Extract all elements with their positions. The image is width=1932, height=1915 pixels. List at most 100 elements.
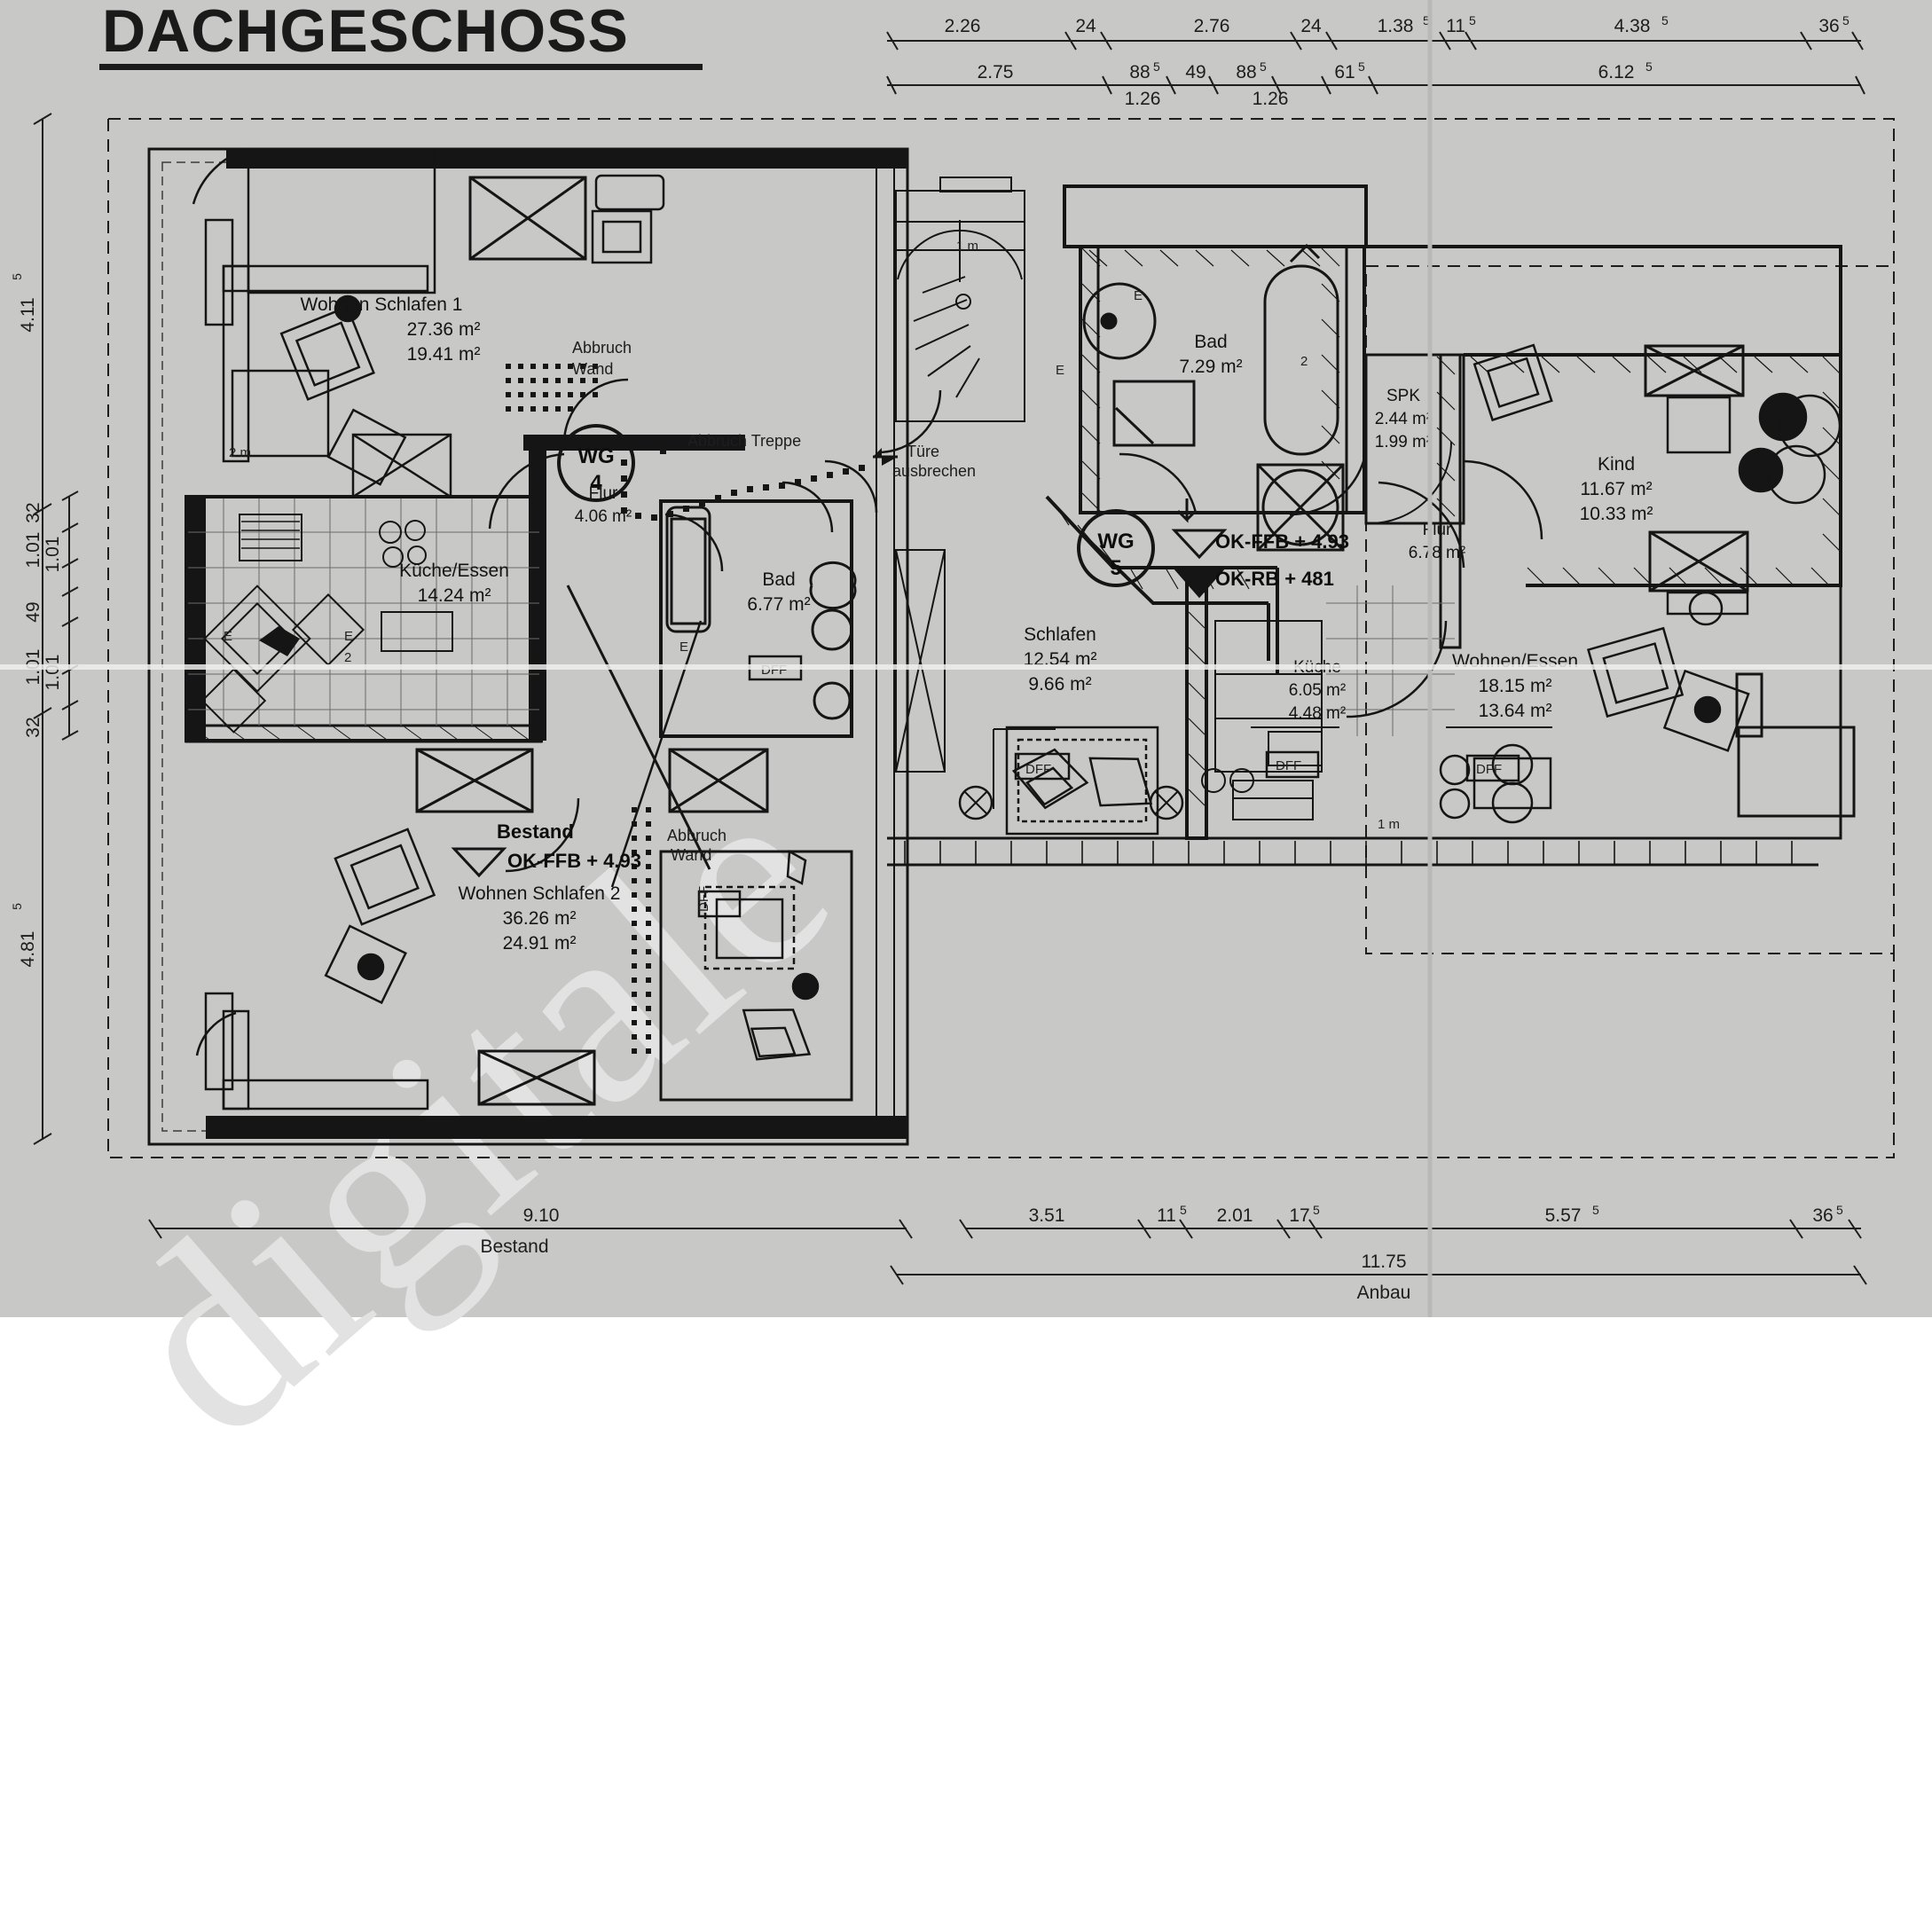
- svg-text:SPK: SPK: [1386, 387, 1420, 405]
- svg-text:10.33 m²: 10.33 m²: [1580, 504, 1653, 524]
- annotation-2m: 2 m: [229, 445, 251, 460]
- svg-text:Kind: Kind: [1598, 454, 1635, 475]
- svg-text:1.01: 1.01: [43, 537, 63, 573]
- svg-text:Wand: Wand: [572, 360, 613, 378]
- svg-text:4.48 m²: 4.48 m²: [1289, 704, 1346, 723]
- svg-text:6.12: 6.12: [1598, 62, 1635, 82]
- svg-text:36: 36: [1812, 1205, 1833, 1226]
- room-label-flur-5: Flur 6.78 m²: [1409, 521, 1465, 562]
- svg-text:Küche/Essen: Küche/Essen: [399, 561, 509, 581]
- wg4-code: WG: [577, 444, 614, 468]
- level-marker-anbau-rb: OK-RB + 481: [1171, 566, 1334, 599]
- svg-text:5: 5: [10, 903, 24, 910]
- svg-text:ausbrechen: ausbrechen: [892, 462, 976, 480]
- building-bestand-walls: [147, 147, 946, 1146]
- skylight-boxes: [697, 655, 1552, 918]
- svg-text:11: 11: [1157, 1205, 1176, 1226]
- svg-text:11: 11: [1446, 16, 1465, 36]
- room-label-wohnen-schlafen-1: Wohnen Schlafen 1 27.36 m² 19.41 m²: [301, 294, 481, 365]
- svg-text:Abbruch: Abbruch: [572, 339, 632, 357]
- svg-text:Schlafen: Schlafen: [1024, 624, 1096, 645]
- room-label-flur-4: Flur 4.06 m²: [575, 484, 632, 526]
- svg-text:5: 5: [1469, 13, 1476, 27]
- svg-text:Wohnen Schlafen 1: Wohnen Schlafen 1: [301, 294, 463, 315]
- svg-text:2.26: 2.26: [945, 16, 981, 36]
- scan-artifacts: [0, 0, 1932, 1317]
- svg-text:5: 5: [1592, 1203, 1599, 1217]
- svg-text:1.01: 1.01: [23, 532, 43, 569]
- svg-text:24: 24: [1075, 16, 1096, 36]
- svg-text:1.26: 1.26: [1253, 89, 1289, 109]
- annotation-1m-top: 1 m: [956, 239, 978, 254]
- title-underline: [99, 64, 703, 70]
- svg-text:1.01: 1.01: [43, 655, 63, 691]
- svg-text:7.29 m²: 7.29 m²: [1179, 357, 1242, 377]
- annotation-abbruch-treppe: Abbruch Treppe: [687, 432, 801, 450]
- svg-text:2.44 m²: 2.44 m²: [1375, 410, 1432, 428]
- window-mark-e-2: E: [344, 629, 353, 644]
- svg-text:2.75: 2.75: [978, 62, 1014, 82]
- dff-label-3: DFF: [1276, 758, 1301, 773]
- bottom-dim-total-value: 11.75: [1362, 1252, 1407, 1272]
- svg-text:4.38: 4.38: [1614, 16, 1651, 36]
- bottom-dim-bestand-label: Bestand: [480, 1236, 548, 1257]
- level-marker-bestand: Bestand OK-FFB + 4.93: [451, 820, 641, 878]
- svg-text:4.81: 4.81: [18, 931, 38, 968]
- svg-text:88: 88: [1236, 62, 1256, 82]
- dff-label-2: DFF: [1025, 762, 1051, 777]
- svg-text:Abbruch: Abbruch: [667, 827, 726, 844]
- room-label-spk: SPK 2.44 m² 1.99 m²: [1375, 387, 1432, 451]
- svg-text:13.64 m²: 13.64 m²: [1479, 701, 1552, 721]
- annotation-tuere-ausbrechen: Türe ausbrechen: [892, 443, 976, 480]
- svg-text:32: 32: [23, 717, 43, 737]
- svg-text:88: 88: [1129, 62, 1150, 82]
- room-label-bad-central: Bad 6.77 m²: [747, 569, 810, 615]
- svg-text:1.38: 1.38: [1378, 16, 1414, 36]
- level-anbau-rb-label: OK-RB + 481: [1215, 568, 1334, 590]
- svg-text:6.05 m²: 6.05 m²: [1289, 681, 1346, 700]
- unit-marker-wg5: WG 5: [1077, 509, 1155, 587]
- svg-text:Türe: Türe: [907, 443, 939, 460]
- page-title: DACHGESCHOSS: [102, 0, 629, 65]
- svg-text:5: 5: [1180, 1203, 1187, 1217]
- svg-text:61: 61: [1334, 62, 1355, 82]
- window-mark-e-1: E: [224, 629, 232, 644]
- svg-text:3.51: 3.51: [1029, 1205, 1065, 1226]
- door-swings: [488, 378, 1543, 873]
- svg-text:4.06 m²: 4.06 m²: [575, 507, 632, 526]
- svg-text:5: 5: [1153, 59, 1160, 74]
- svg-text:49: 49: [23, 601, 43, 622]
- annotation-abbruch-wand-upper: Abbruch Wand: [572, 339, 632, 378]
- wg5-number: 5: [1110, 556, 1121, 580]
- dimension-chain-left-inner: 32 1.01 1.01 49 1.01 1.01 32: [23, 491, 79, 741]
- svg-text:36: 36: [1818, 16, 1839, 36]
- level-anbau-ffb-label: OK-FFB + 4.93: [1215, 530, 1349, 553]
- svg-text:Flur: Flur: [1423, 521, 1452, 539]
- svg-text:14.24 m²: 14.24 m²: [418, 585, 491, 606]
- svg-text:18.15 m²: 18.15 m²: [1479, 676, 1552, 696]
- svg-text:5: 5: [1661, 13, 1669, 27]
- svg-text:24: 24: [1300, 16, 1322, 36]
- dff-label-5: DFF: [696, 886, 711, 912]
- svg-text:17: 17: [1289, 1205, 1309, 1226]
- svg-text:1.99 m²: 1.99 m²: [1375, 433, 1432, 451]
- room-label-wohnen-schlafen-2: Wohnen Schlafen 2 36.26 m² 24.91 m²: [459, 883, 621, 954]
- svg-text:5: 5: [1423, 13, 1430, 27]
- wg5-code: WG: [1097, 530, 1134, 553]
- furniture-anbau: [958, 343, 1856, 836]
- annotation-1m-lower: 1 m: [1378, 817, 1400, 832]
- svg-text:24.91 m²: 24.91 m²: [503, 933, 577, 954]
- room-label-wohnen-essen: Wohnen/Essen 18.15 m² 13.64 m²: [1452, 651, 1578, 721]
- svg-text:5.57: 5.57: [1545, 1205, 1582, 1226]
- svg-text:5: 5: [1313, 1203, 1320, 1217]
- level-marker-anbau-ffb: OK-FFB + 4.93: [1171, 498, 1349, 560]
- svg-text:27.36 m²: 27.36 m²: [407, 319, 481, 340]
- svg-text:Flur: Flur: [589, 484, 618, 503]
- svg-text:1.26: 1.26: [1125, 89, 1161, 109]
- window-mark-e-5: E: [1134, 288, 1143, 303]
- dimension-chain-top-3: 1.26 1.26: [1125, 89, 1289, 109]
- furniture-kueche-essen: [188, 498, 539, 734]
- unit-marker-wg4: WG 4: [557, 424, 635, 502]
- svg-text:Wohnen Schlafen 2: Wohnen Schlafen 2: [459, 883, 621, 904]
